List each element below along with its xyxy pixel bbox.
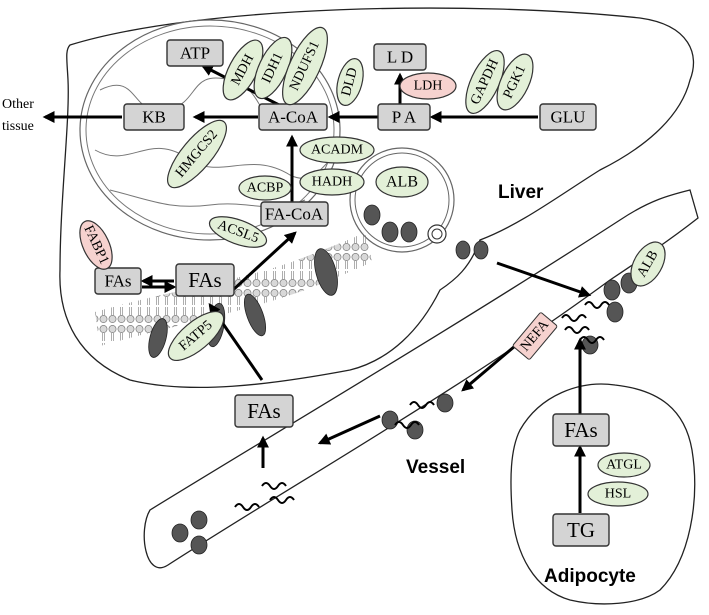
dld-enzyme: DLD [336,58,364,106]
adipocyte-label: Adipocyte [544,566,636,587]
fas-outer-box: FAs [175,263,235,297]
fabp1-enzyme: FABP1 [79,220,113,270]
ld-box: L D [373,43,427,71]
svg-text:GLU: GLU [551,108,586,127]
glu-box: GLU [539,103,597,131]
pa-box: P A [377,103,431,131]
pgk1-enzyme: PGK1 [496,53,534,111]
svg-text:ACBP: ACBP [247,181,284,196]
ldh-enzyme: LDH [399,72,457,100]
liver-label: Liver [498,182,544,203]
svg-text:HSL: HSL [605,487,631,502]
kb-box: KB [123,103,185,131]
fas-adipocyte-box: FAs [552,413,610,447]
atgl-enzyme: ATGL [597,452,651,478]
fas-inner-box: FAs [94,267,142,295]
svg-text:DLD: DLD [339,66,361,98]
secretory-vesicle [349,147,455,253]
idh1-enzyme: IDH1 [253,36,293,100]
alb-liver-enzyme: ALB [375,166,429,198]
other-tissue-label-line2: tissue [2,119,34,134]
other-tissue-label-line1: Other [2,97,34,112]
facoa-box: FA-CoA [260,201,329,227]
svg-text:L D: L D [387,48,413,67]
svg-text:FAs: FAs [188,268,221,292]
svg-text:P A: P A [392,108,417,127]
svg-text:HADH: HADH [312,175,352,190]
alb-vessel-enzyme: ALB [630,241,666,287]
svg-text:FAs: FAs [564,418,597,442]
acoa-box: A-CoA [258,103,328,131]
hadh-enzyme: HADH [299,168,365,196]
atp-box: ATP [166,39,224,67]
svg-text:FAs: FAs [104,272,131,291]
svg-text:A-CoA: A-CoA [268,108,319,127]
acadm-enzyme: ACADM [299,136,375,164]
vessel-label: Vessel [406,457,465,478]
svg-text:TG: TG [567,518,595,542]
svg-text:LDH: LDH [414,79,443,94]
fatty-acid-squiggles [234,301,610,511]
svg-text:ACADM: ACADM [311,143,364,158]
svg-text:FAs: FAs [247,399,280,423]
svg-text:KB: KB [142,108,166,127]
alb-particles-vesicle [363,204,489,260]
vessel-particles [171,272,638,555]
tg-box: TG [552,513,610,547]
fas-vessel-box: FAs [234,394,294,428]
pathway-arrows [42,64,592,513]
svg-text:FA-CoA: FA-CoA [265,205,324,224]
svg-text:ATP: ATP [180,44,210,63]
acbp-enzyme: ACBP [238,175,292,201]
svg-text:ALB: ALB [386,174,418,191]
svg-text:ATGL: ATGL [606,458,642,473]
hsl-enzyme: HSL [587,481,649,507]
